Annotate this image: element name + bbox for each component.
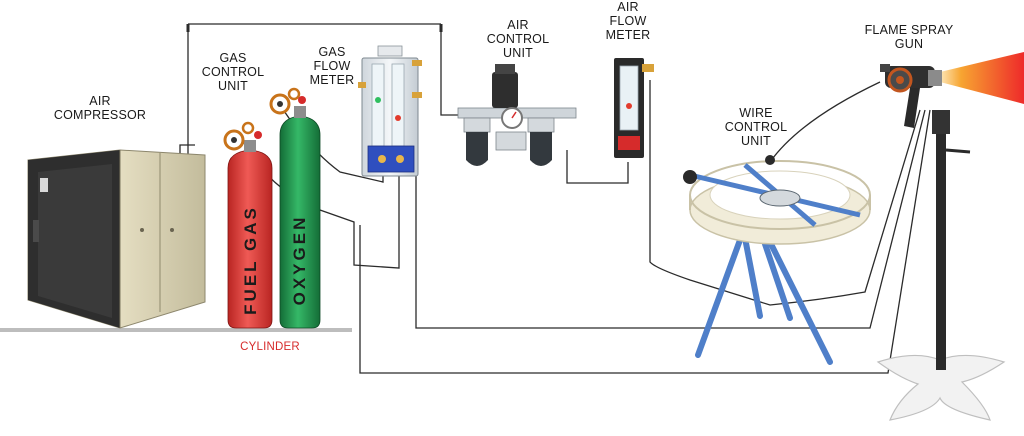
label-wire-control-unit: WIRE CONTROL UNIT	[716, 106, 796, 148]
label-gas-control-unit: GAS CONTROL UNIT	[196, 51, 270, 93]
label-fuel-gas: FUEL GAS	[241, 205, 261, 315]
label-flame-spray-gun: FLAME SPRAY GUN	[854, 23, 964, 51]
label-air-control-unit: AIR CONTROL UNIT	[478, 18, 558, 60]
gun-stand	[878, 110, 1004, 420]
wire-control-unit	[683, 155, 870, 362]
air-filter-left	[464, 118, 490, 166]
label-air-flow-meter: AIR FLOW METER	[596, 0, 660, 42]
air-compressor	[28, 150, 205, 328]
gas-flow-meter	[358, 46, 422, 176]
label-cylinder: CYLINDER	[222, 340, 318, 354]
flame-spray-gun	[880, 52, 1024, 128]
pipe-hangers	[188, 24, 441, 32]
label-air-compressor: AIR COMPRESSOR	[44, 94, 156, 122]
label-gas-flow-meter: GAS FLOW METER	[300, 45, 364, 87]
air-filter-right	[528, 118, 554, 166]
fuel-gas-regulator	[225, 123, 262, 149]
air-flow-meter	[614, 58, 654, 158]
air-control-unit	[458, 64, 576, 166]
label-oxygen: OXYGEN	[290, 210, 310, 310]
floor-line	[0, 328, 352, 332]
gas-flowmeter-to-gun-line-2	[360, 110, 930, 373]
